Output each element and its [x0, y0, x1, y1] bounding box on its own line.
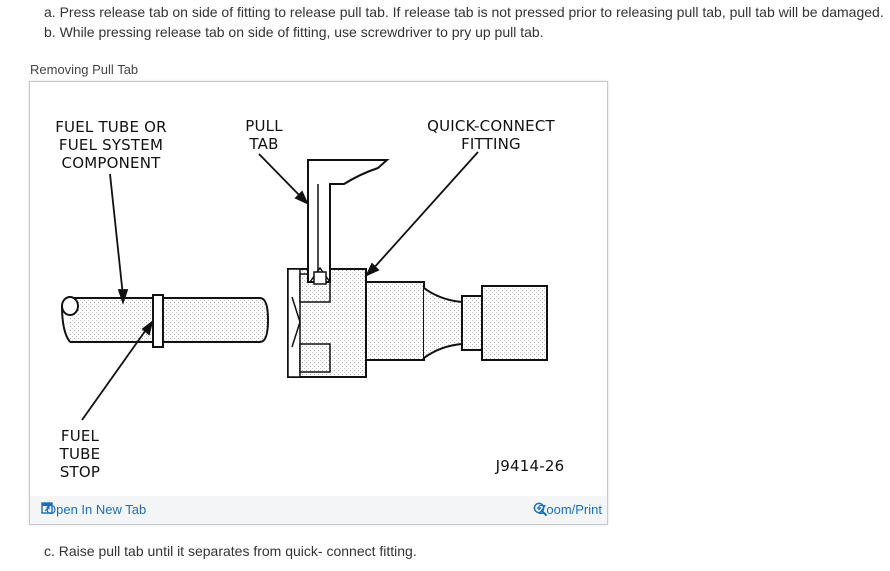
label-quick-connect-line1: QUICK-CONNECT	[427, 117, 555, 135]
zoom-print-label: Zoom/Print	[538, 502, 602, 517]
label-stop-line1: FUEL	[61, 427, 100, 445]
fuel-tube-shape	[61, 296, 270, 343]
label-fuel-tube-line1: FUEL TUBE OR	[55, 118, 167, 136]
figure-caption: Removing Pull Tab	[30, 62, 139, 77]
label-fuel-tube-line2: FUEL SYSTEM	[59, 136, 163, 154]
label-pull-tab-line1: PULL	[245, 117, 283, 135]
label-fuel-tube-line3: COMPONENT	[62, 154, 162, 172]
label-quick-connect-line2: FITTING	[461, 135, 521, 153]
pull-tab-diagram: FUEL TUBE OR FUEL SYSTEM COMPONENT PULL …	[55, 117, 565, 481]
leader-lines	[81, 151, 479, 421]
figure-panel: FUEL TUBE OR FUEL SYSTEM COMPONENT PULL …	[29, 81, 608, 525]
open-in-new-tab-label: Open In New Tab	[46, 502, 147, 517]
step-c-text: c. Raise pull tab until it separates fro…	[44, 543, 417, 559]
label-pull-tab-line2: TAB	[248, 135, 278, 153]
zoom-print-link[interactable]: Zoom/Print	[533, 502, 602, 517]
instruction-steps-top: a. Press release tab on side of fitting …	[44, 2, 884, 42]
figure-id-label: J9414-26	[495, 457, 565, 475]
step-a-text: a. Press release tab on side of fitting …	[44, 4, 884, 20]
open-in-new-tab-link[interactable]: Open In New Tab	[41, 502, 146, 517]
quick-connect-fitting-shape	[287, 268, 548, 378]
label-stop-line3: STOP	[60, 463, 100, 481]
step-b-text: b. While pressing release tab on side of…	[44, 24, 544, 40]
label-stop-line2: TUBE	[59, 445, 101, 463]
pull-tab-shape	[307, 159, 390, 285]
fuel-tube-stop-shape	[152, 294, 164, 348]
figure-toolbar: Open In New Tab Zoom/Print	[30, 496, 607, 524]
